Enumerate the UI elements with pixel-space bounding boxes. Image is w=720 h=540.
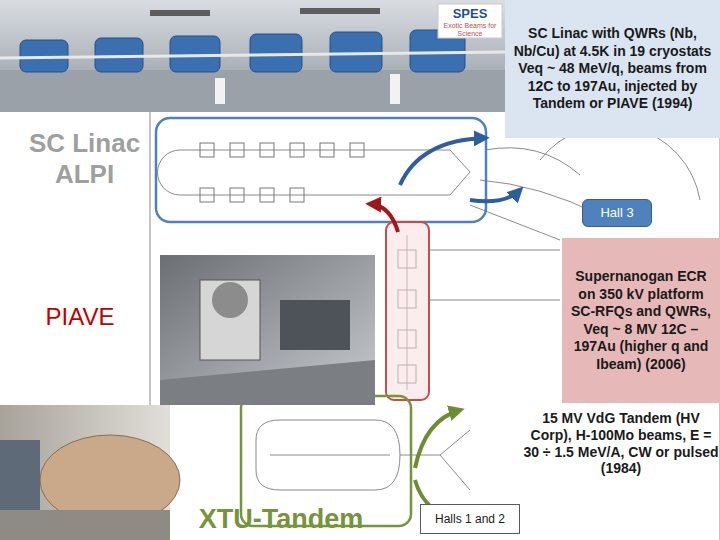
section-title: XTU-Tandem <box>176 503 386 535</box>
description-box: Supernanogan ECR on 350 kV platform SC-R… <box>562 238 720 403</box>
facility-plan <box>150 112 720 540</box>
hall-box: Hall 3 <box>582 199 652 227</box>
description-box: SC Linac with QWRs (Nb, Nb/Cu) at 4.5K i… <box>505 0 720 138</box>
section-title: SC Linac ALPI <box>12 128 157 190</box>
hall-box: Halls 1 and 2 <box>420 504 520 534</box>
alpi-region <box>156 118 486 222</box>
alpi-photo <box>0 0 505 112</box>
description-text: 15 MV VdG Tandem (HV Corp), H-100Mo beam… <box>522 410 720 477</box>
node-text: Supernanogan ECR on 350 kV platform SC-R… <box>568 268 714 373</box>
red-arrow <box>370 204 398 232</box>
logo-text: Exotic Beams for Science <box>440 22 500 39</box>
node-text: SC Linac with QWRs (Nb, Nb/Cu) at 4.5K i… <box>511 25 714 113</box>
piave-region <box>386 222 429 400</box>
green-arrow <box>415 410 460 468</box>
blue-arrow <box>400 138 485 185</box>
node-text: Hall 3 <box>600 205 633 221</box>
blue-arrow <box>470 190 520 201</box>
piave-photo <box>160 255 375 405</box>
tandem-photo <box>0 405 180 540</box>
logo-text: SPES <box>440 6 500 22</box>
section-title: PIAVE <box>20 303 140 332</box>
logo-ground <box>438 4 502 38</box>
node-text: Halls 1 and 2 <box>435 512 505 527</box>
